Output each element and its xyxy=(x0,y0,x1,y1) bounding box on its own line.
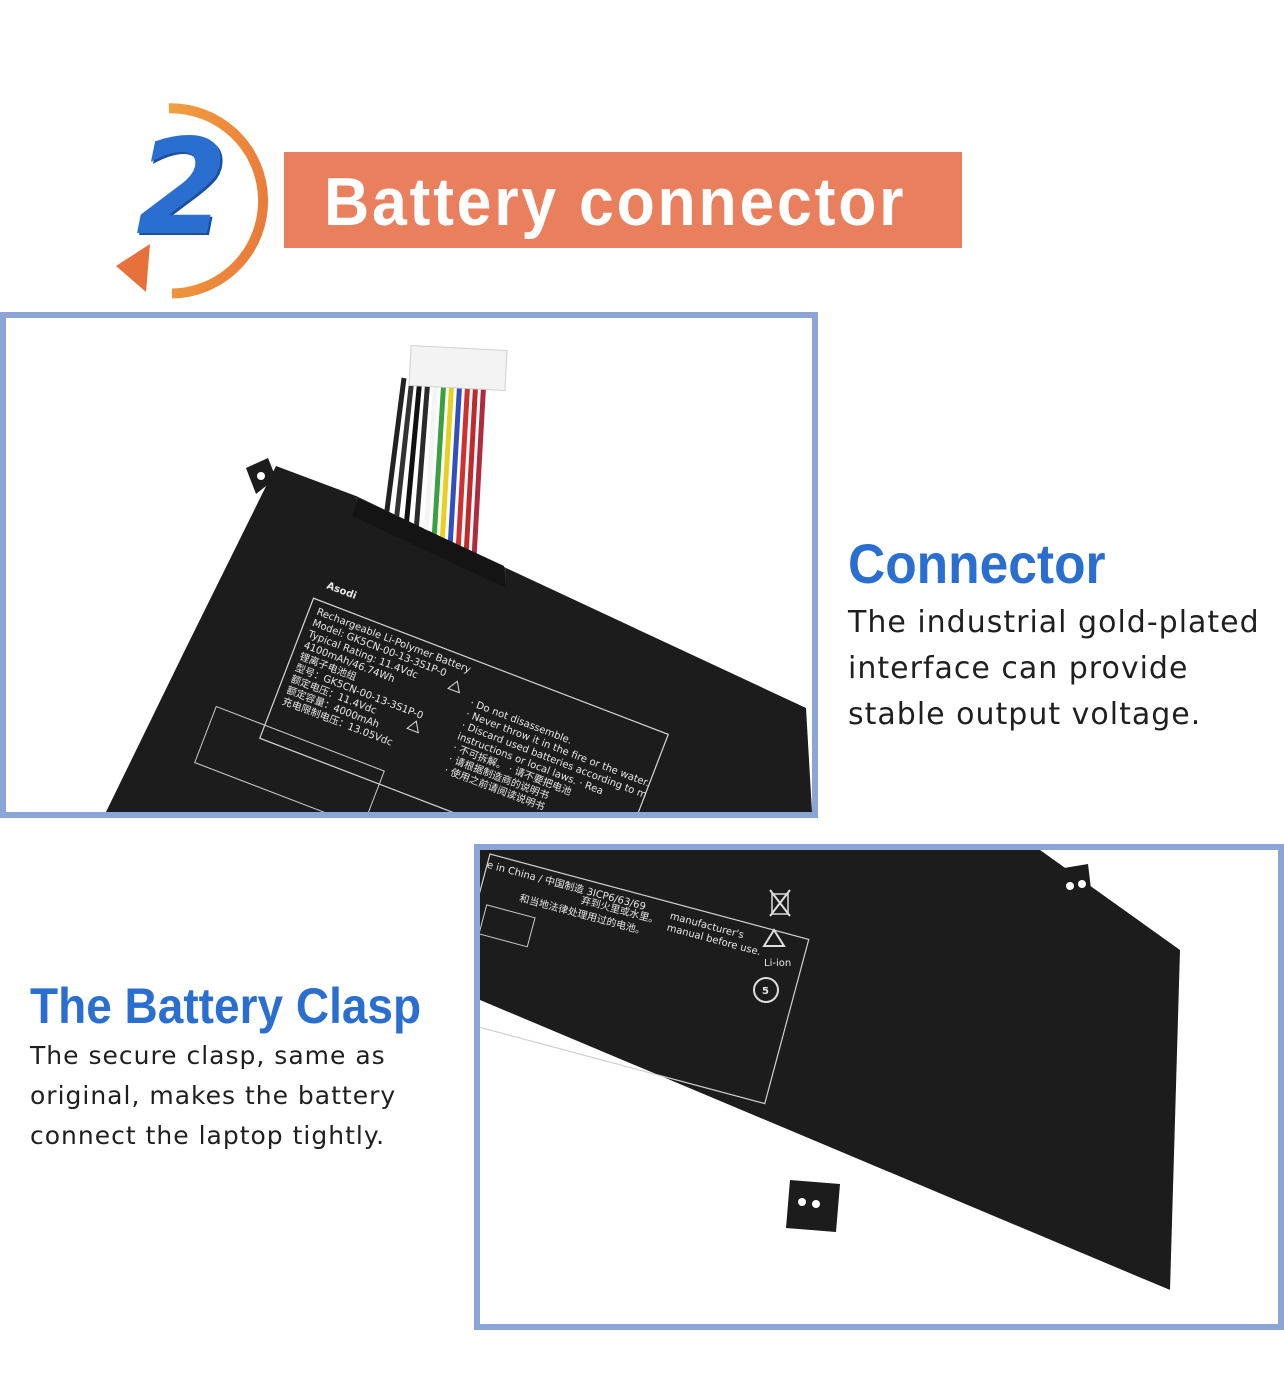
page-title: Battery connector xyxy=(324,164,907,240)
connector-description: The industrial gold-plated interface can… xyxy=(848,605,1260,732)
step-number: 2 xyxy=(136,111,228,265)
eco-cycle-icon xyxy=(753,977,779,1003)
connector-plug xyxy=(408,344,508,392)
step-badge-arrow-icon xyxy=(116,103,269,299)
clasp-heading: The Battery Clasp xyxy=(30,978,422,1034)
svg-text:5: 5 xyxy=(762,986,769,997)
recycle-icon: Li-ion 5 xyxy=(753,889,791,1003)
connector-heading: Connector xyxy=(848,532,1106,595)
connector-wires xyxy=(383,377,487,559)
warning-triangle-icon xyxy=(406,720,419,734)
connector-photo: Asodi Rechargeable Li-Polymer Battery Mo… xyxy=(0,312,818,818)
warning-triangle-icon xyxy=(447,680,460,694)
clasp-description: The secure clasp, same as original, make… xyxy=(30,1041,397,1150)
svg-text:Li-ion: Li-ion xyxy=(764,958,791,969)
clasp-photo: manufacturer's manual before use. 弃到火里或水… xyxy=(474,844,1284,1330)
battery-clasp xyxy=(786,1180,840,1232)
battery-clasp xyxy=(1052,864,1094,922)
title-banner xyxy=(284,152,962,248)
